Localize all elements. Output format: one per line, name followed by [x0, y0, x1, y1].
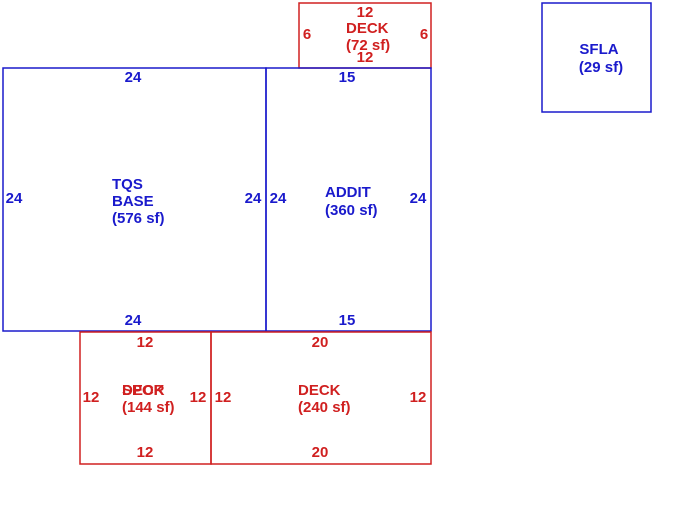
addit-dim-bottom: 15 [339, 312, 356, 329]
sfla-outline [541, 2, 652, 113]
deck-top-dim-left: 6 [303, 26, 311, 43]
addit-dim-right: 24 [410, 190, 427, 207]
deck-porch-label-a: DECK [122, 382, 165, 399]
deck-bottom-dim-bottom: 20 [312, 444, 329, 461]
deck-bottom-area: (240 sf) [298, 399, 351, 416]
deck-porch-area: (144 sf) [122, 399, 175, 416]
tqs-base-dim-left: 24 [6, 190, 23, 207]
addit-label: ADDIT [325, 184, 371, 201]
tqs-base-label-1: TQS [112, 176, 143, 193]
addit-outline [265, 67, 432, 332]
deck-bottom-dim-right: 12 [410, 389, 427, 406]
deck-porch-dim-left: 12 [83, 389, 100, 406]
deck-bottom-dim-top: 20 [312, 334, 329, 351]
deck-top-dim-right: 6 [420, 26, 428, 43]
sfla-label: SFLA [579, 41, 618, 58]
sfla-area: (29 sf) [579, 59, 623, 76]
addit-dim-top: 15 [339, 69, 356, 86]
deck-top-dim-bottom: 12 [357, 49, 374, 66]
deck-porch-dim-top: 12 [137, 334, 154, 351]
deck-porch-dim-right: 12 [190, 389, 207, 406]
deck-top-label: DECK [346, 20, 389, 37]
deck-bottom-label: DECK [298, 382, 341, 399]
deck-porch-label-b: SPOR [122, 382, 165, 399]
tqs-base-dim-top: 24 [125, 69, 142, 86]
tqs-base-label-2: BASE [112, 193, 154, 210]
deck-top-area: (72 sf) [346, 37, 390, 54]
deck-bottom-dim-left: 12 [215, 389, 232, 406]
deck-bottom-outline [210, 331, 432, 465]
addit-dim-left: 24 [270, 190, 287, 207]
deck-porch-dim-bottom: 12 [137, 444, 154, 461]
tqs-base-dim-right: 24 [245, 190, 262, 207]
addit-area: (360 sf) [325, 202, 378, 219]
tqs-base-area: (576 sf) [112, 210, 165, 227]
deck-top-dim-top: 12 [357, 4, 374, 21]
tqs-base-dim-bottom: 24 [125, 312, 142, 329]
